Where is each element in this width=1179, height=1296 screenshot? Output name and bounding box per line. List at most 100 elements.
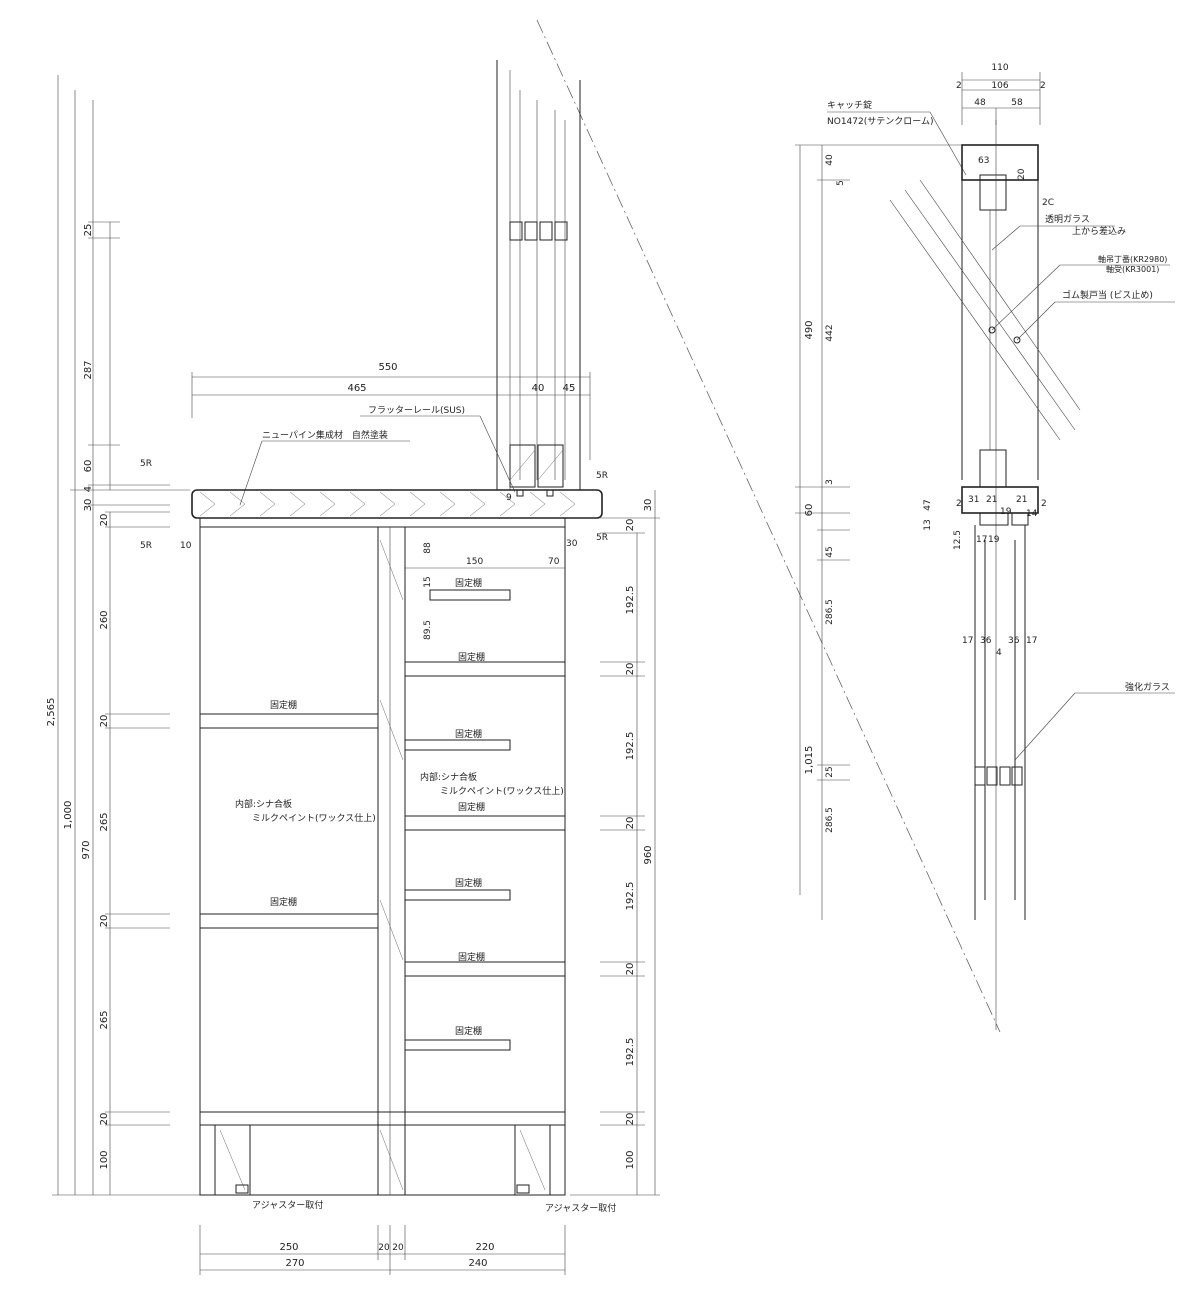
dim: 20 (625, 1113, 636, 1126)
catch-model: NO1472(サテンクローム) (827, 116, 933, 127)
inner-finish-label: ミルクペイント(ワックス仕上) (252, 812, 376, 824)
dim: 63 (978, 156, 989, 166)
rail-label: フラッターレール(SUS) (368, 405, 465, 416)
dim-45: 45 (563, 383, 576, 394)
dim: 20 (625, 817, 636, 830)
shelf-label: 固定棚 (458, 951, 485, 963)
top-material-label: ニューパイン集成材 自然塗装 (262, 429, 388, 441)
dim: 2 (956, 499, 962, 509)
dim: 47 (923, 499, 933, 510)
dim: 25 (825, 766, 835, 777)
dim: 89.5 (423, 620, 433, 640)
dim: 21 (986, 495, 997, 505)
dim: 220 (475, 1242, 494, 1253)
dim: 60 (83, 460, 94, 473)
dim: 21 (1016, 495, 1027, 505)
dim: 45 (825, 546, 835, 557)
dim: 192.5 (625, 882, 636, 911)
dim: 19 (1000, 507, 1012, 517)
dim: 192.5 (625, 732, 636, 761)
dim: 265 (99, 812, 110, 831)
dim: 88 (423, 542, 433, 554)
dim: 20 (625, 519, 636, 532)
dim: 14 (1026, 509, 1038, 519)
glass-label: 透明ガラス (1045, 214, 1090, 225)
dim-970: 970 (81, 840, 92, 859)
dim: 70 (548, 557, 560, 567)
dim-550: 550 (378, 362, 397, 373)
dim: 20 (378, 1243, 390, 1253)
dim: 17 (962, 636, 973, 646)
shelf-label: 固定棚 (455, 728, 482, 740)
dim: 5 (836, 180, 846, 186)
dim: 48 (974, 98, 986, 108)
radius-label: 5R (140, 541, 152, 551)
dim: 192.5 (625, 586, 636, 615)
left-dimensions: 2,565 1,000 970 25 287 60 4 30 20 260 20… (46, 75, 200, 1196)
dim: 36 (980, 636, 992, 646)
dim: 20 (99, 915, 110, 928)
dim: 4 (83, 486, 94, 492)
dim-465: 465 (347, 383, 366, 394)
dim: 286.5 (825, 599, 835, 625)
dim: 1,015 (804, 746, 815, 775)
bottom-dimensions: 250 20 20 220 270 240 (199, 1225, 566, 1275)
cabinet-body (199, 517, 566, 1196)
stopper-label: ゴム製戸当 (ビス止め) (1062, 289, 1153, 301)
adjuster-label: アジャスター取付 (545, 1203, 616, 1214)
shelf-label: 固定棚 (458, 801, 485, 813)
dim: 270 (285, 1258, 304, 1269)
dim: 260 (99, 610, 110, 629)
dim: 192.5 (625, 1038, 636, 1067)
dim: 287 (83, 360, 94, 379)
inner-finish-label: 内部:シナ合板 (235, 798, 292, 810)
adjuster-label: アジャスター取付 (252, 1200, 323, 1211)
dim: 20 (99, 514, 110, 527)
shelf-label: 固定棚 (458, 651, 485, 663)
dim: 110 (991, 63, 1008, 73)
dim-40: 40 (532, 383, 545, 394)
radius-label: 5R (596, 533, 608, 543)
dim: 15 (423, 576, 433, 587)
dim: 30 (566, 539, 578, 549)
dim: 10 (180, 541, 192, 551)
dim: 30 (83, 499, 94, 512)
shelf-label: 固定棚 (455, 577, 482, 589)
door-detail: 110 2 106 2 48 58 キャッチ錠 NO1472(サテンクローム) … (795, 63, 1175, 1030)
dim: 100 (625, 1150, 636, 1169)
dim: 250 (279, 1242, 298, 1253)
cabinet-labels: 固定棚 固定棚 固定棚 固定棚 固定棚 固定棚 固定棚 固定棚 固定棚 内部:シ… (235, 542, 616, 1214)
dim: 265 (99, 1010, 110, 1029)
dim: 100 (99, 1150, 110, 1169)
dim: 20 (99, 1113, 110, 1126)
catch-label: キャッチ錠 (827, 99, 872, 111)
dim: 36 (1008, 636, 1020, 646)
dim: 20 (625, 663, 636, 676)
dim: 4 (996, 648, 1002, 658)
dim: 3 (825, 479, 835, 485)
dim-overall-height: 2,565 (46, 698, 57, 727)
radius-label: 5R (596, 471, 608, 481)
dim: 58 (1011, 98, 1023, 108)
dim: 442 (825, 324, 835, 341)
dim: 60 (804, 504, 815, 517)
dim: 106 (991, 81, 1008, 91)
shelf-label: 固定棚 (455, 877, 482, 889)
tempered-glass-label: 強化ガラス (1125, 681, 1170, 693)
dim: 25 (83, 224, 94, 237)
dim: 30 (643, 499, 654, 512)
dim: 286.5 (825, 807, 835, 833)
hinge-label: 軸吊丁番(KR2980) (1098, 254, 1167, 264)
dim: 17 (976, 535, 987, 545)
dim: 17 (1026, 636, 1037, 646)
counter-top: 5R 5R 5R 5R 10 30 9 (140, 459, 608, 551)
projection-line (536, 19, 1001, 1033)
dim: 20 (625, 963, 636, 976)
dim: 150 (466, 557, 483, 567)
dim: 13 (923, 519, 933, 530)
right-dimensions: 30 20 192.5 20 192.5 20 192.5 20 192.5 2… (570, 490, 660, 1196)
dim: 240 (468, 1258, 487, 1269)
chamfer-label: 2C (1042, 198, 1054, 208)
dim: 20 (1017, 168, 1027, 180)
